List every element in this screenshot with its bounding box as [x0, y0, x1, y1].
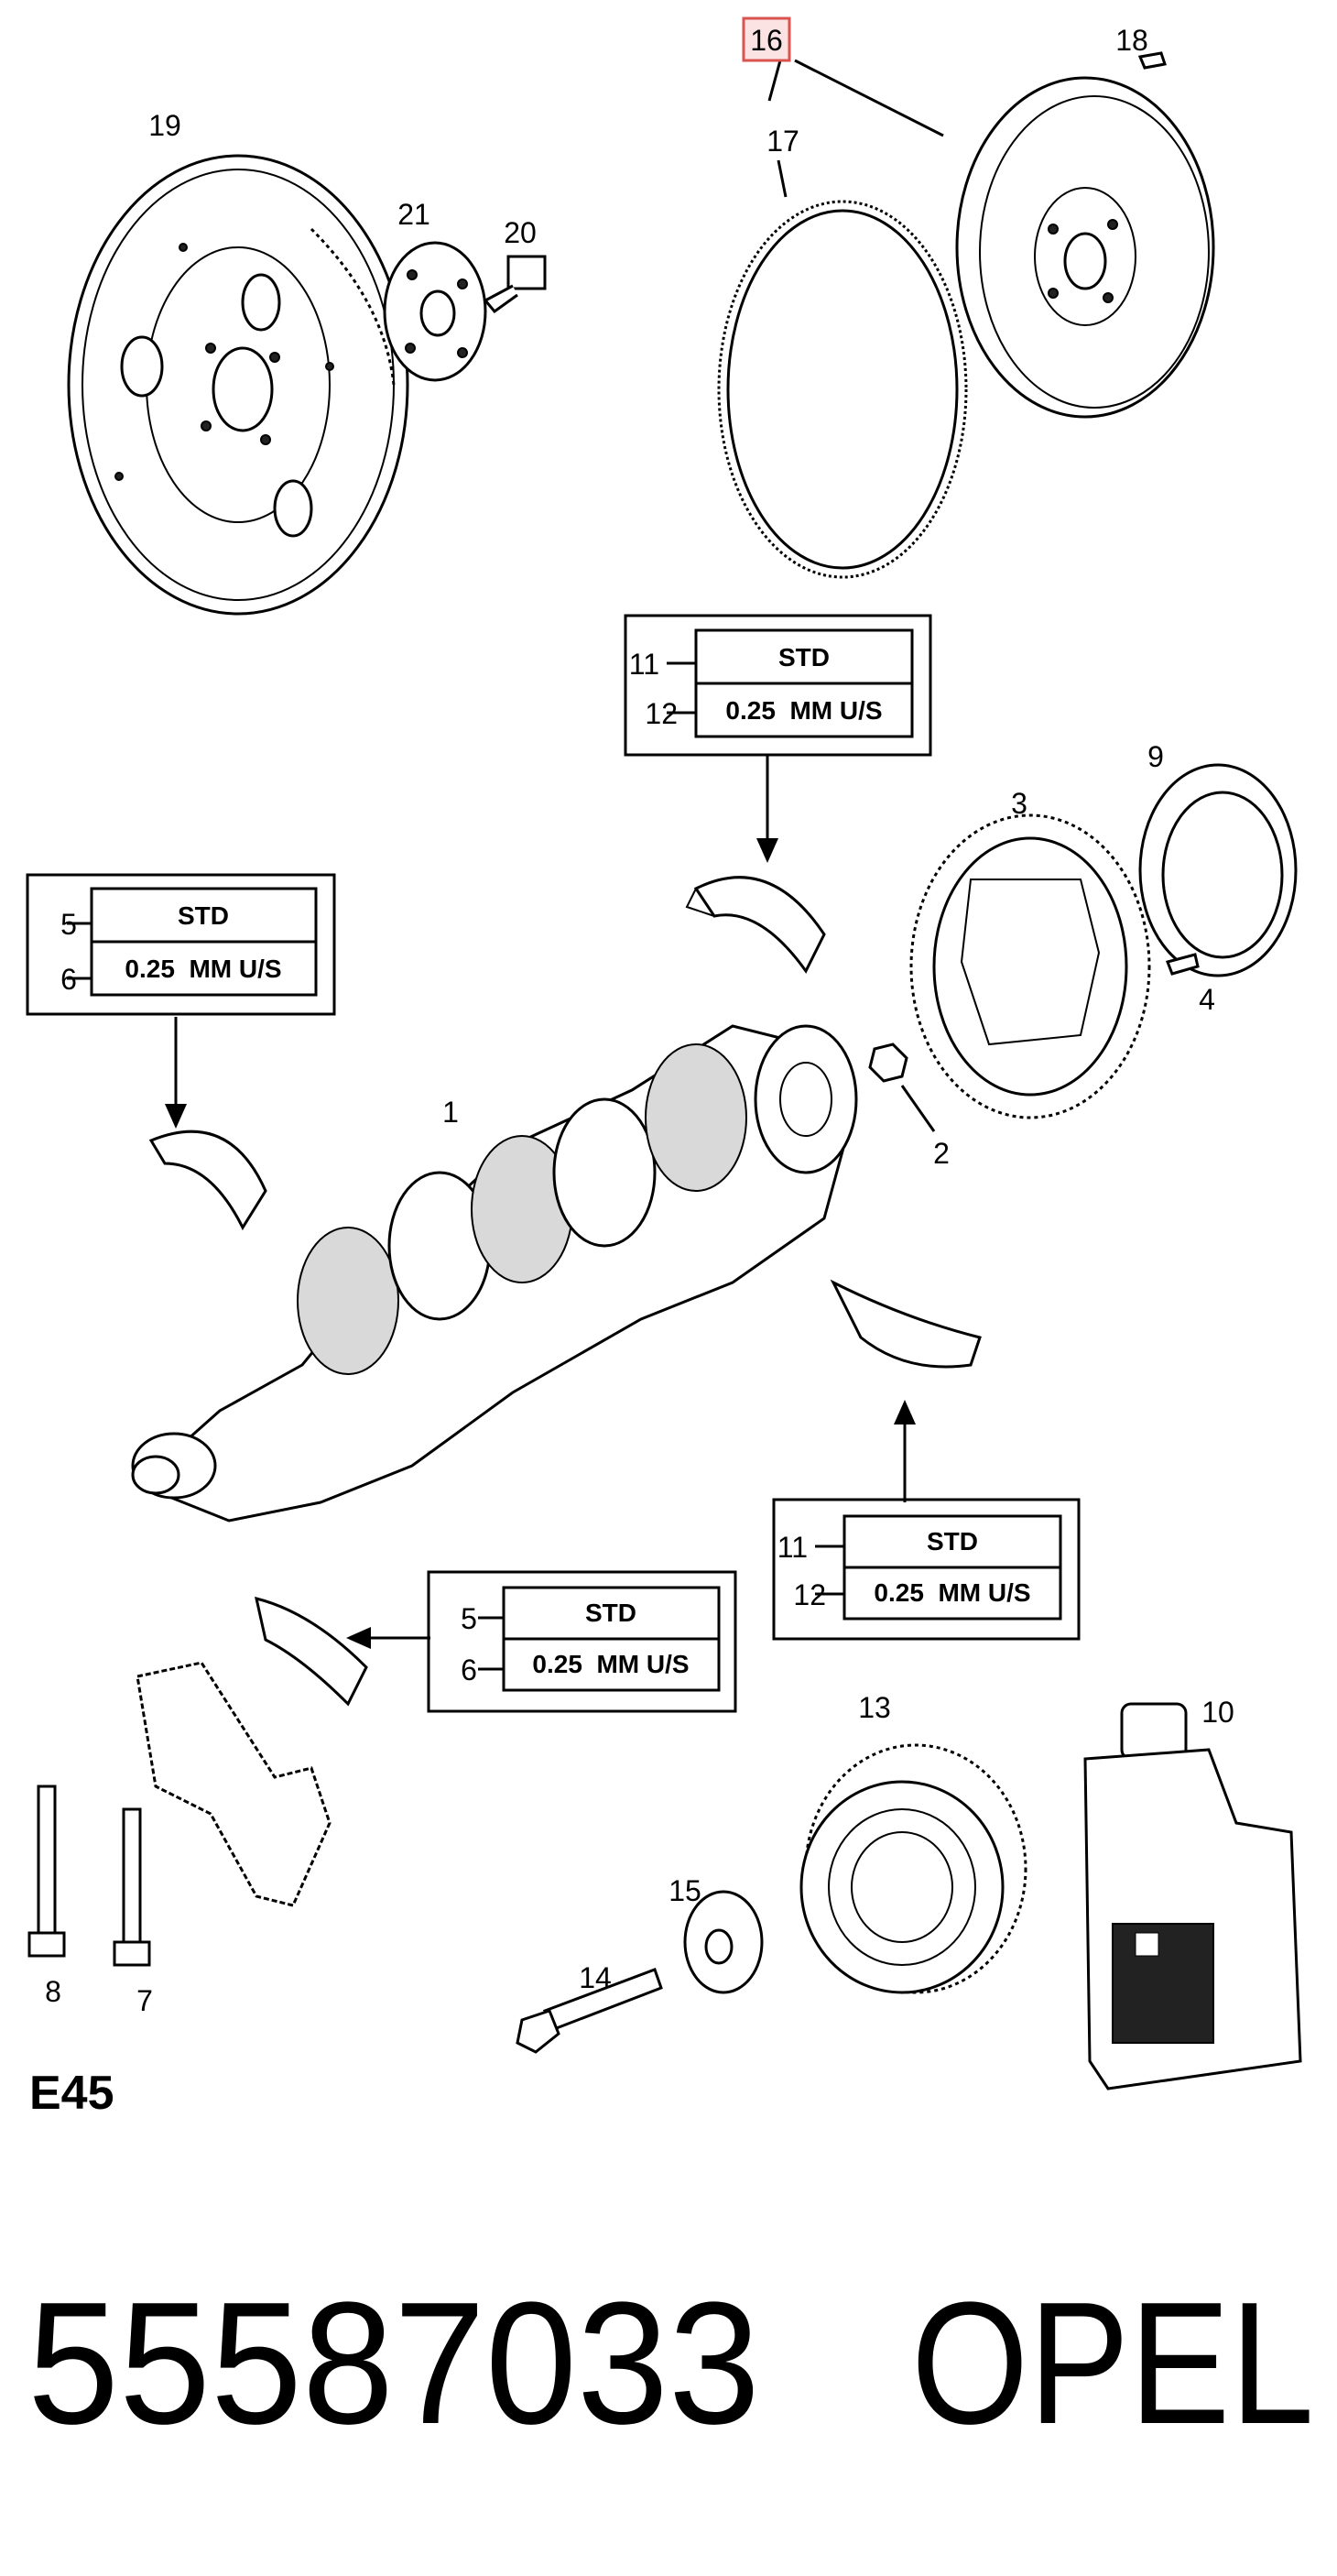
bearing-box-top-right: STD 0.25 MM U/S [624, 614, 932, 757]
callout-1: 1 [442, 1096, 459, 1129]
callout-10: 10 [1201, 1696, 1234, 1729]
callout-6a: 6 [60, 963, 77, 996]
callout-2: 2 [933, 1137, 950, 1170]
flexplate-drawing [67, 154, 409, 616]
callout-12a: 12 [645, 697, 678, 730]
crankshaft-drawing [131, 1024, 858, 1523]
callout-16: 16 [750, 24, 783, 57]
callout-4: 4 [1199, 983, 1215, 1016]
nut-drawing [868, 1042, 936, 1132]
bolt-7-drawing [113, 1807, 151, 1967]
pulley-bolt-drawing [516, 1968, 663, 2054]
undersize-label: 0.25 MM U/S [125, 955, 281, 983]
callout-8: 8 [45, 1975, 61, 2008]
callout-11a: 11 [629, 648, 659, 681]
flywheel-screw-drawing [1137, 51, 1167, 70]
bolt-8-drawing [27, 1785, 66, 1958]
bearing-shell-left-drawing [148, 1130, 267, 1231]
callout-9: 9 [1147, 740, 1164, 773]
std-label: STD [778, 643, 830, 671]
std-label: STD [927, 1527, 978, 1555]
callout-7: 7 [136, 1984, 153, 2017]
screw-drawing [1166, 953, 1200, 976]
callout-11b: 11 [777, 1531, 808, 1564]
bearing-cap-drawing [136, 1661, 332, 1907]
crankshaft-pulley-drawing [799, 1743, 1027, 1994]
callout-5b: 5 [461, 1602, 477, 1635]
brand-name: OPEL [911, 2266, 1314, 2461]
callout-19: 19 [148, 109, 181, 142]
highlight-box [742, 16, 791, 62]
undersize-label: 0.25 MM U/S [532, 1650, 689, 1678]
callout-18: 18 [1115, 24, 1148, 57]
reluctor-ring-drawing [909, 813, 1151, 1119]
callout-labels: 16 18 17 19 21 20 11 12 9 3 5 6 4 1 2 11… [45, 24, 1234, 2017]
oil-bottle-drawing [1083, 1702, 1302, 2090]
undersize-label: 0.25 MM U/S [725, 696, 882, 725]
callout-20: 20 [504, 216, 537, 249]
undersize-label: 0.25 MM U/S [874, 1578, 1030, 1607]
callout-6b: 6 [461, 1654, 477, 1686]
oil-seal-drawing [1138, 763, 1298, 977]
bearing-box-bottom-center: STD 0.25 MM U/S [427, 1570, 737, 1713]
part-number: 55587033 [27, 2266, 760, 2461]
callout-13: 13 [858, 1691, 891, 1724]
callout-21: 21 [397, 198, 430, 231]
flywheel-drawing [955, 76, 1215, 419]
flexplate-bolt-drawing [483, 255, 547, 314]
callout-17: 17 [766, 125, 799, 158]
leader-lines [67, 59, 944, 1671]
callout-14: 14 [579, 1961, 612, 1994]
callout-5a: 5 [60, 908, 77, 941]
bearing-box-bottom-right: STD 0.25 MM U/S [772, 1498, 1081, 1641]
std-label: STD [585, 1599, 636, 1627]
bearing-shell-bottom-drawing [255, 1596, 368, 1707]
std-label: STD [178, 901, 229, 930]
washer-drawing [683, 1890, 764, 1994]
callout-15: 15 [668, 1874, 701, 1907]
bearing-shell-right-drawing [830, 1279, 982, 1369]
reinforcement-plate-drawing [383, 241, 487, 382]
bearing-shell-top-drawing [685, 876, 826, 974]
ring-gear-drawing [717, 200, 968, 579]
callout-3: 3 [1011, 787, 1027, 820]
bearing-box-left: STD 0.25 MM U/S [26, 873, 336, 1016]
callout-12b: 12 [793, 1578, 826, 1611]
section-code: E45 [29, 2067, 114, 2120]
